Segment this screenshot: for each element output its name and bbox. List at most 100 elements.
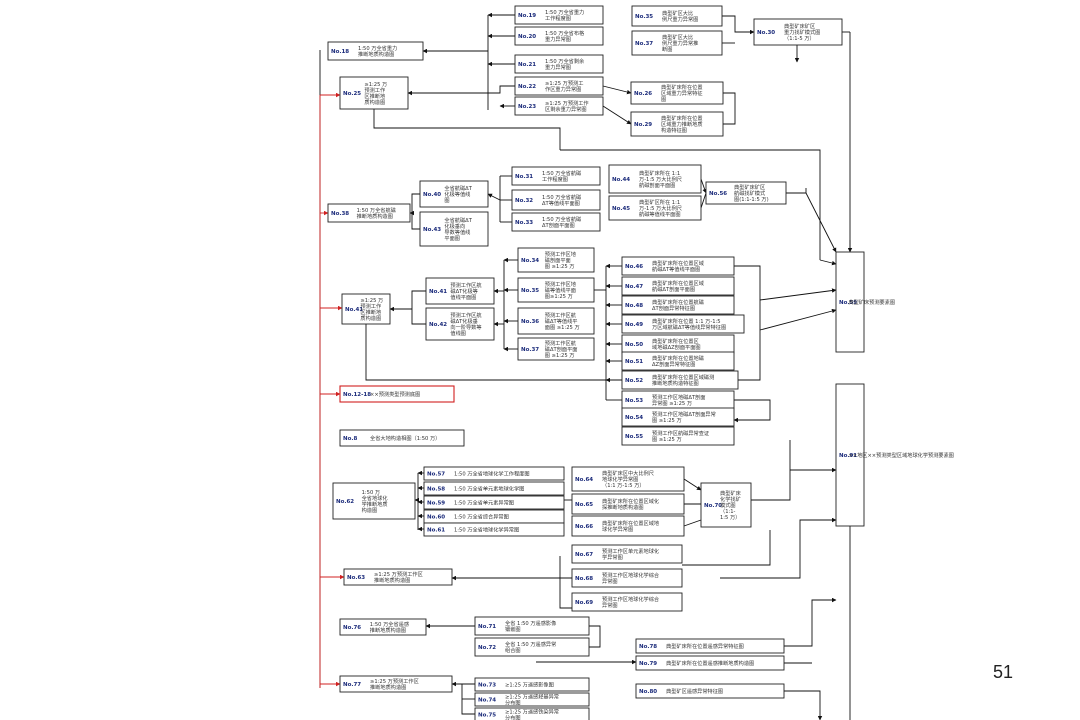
node-label: 典型矿区遥感异常特征图 bbox=[666, 687, 723, 695]
connector bbox=[407, 85, 515, 96]
node-box bbox=[474, 677, 590, 692]
node-number: No.69 bbox=[575, 600, 593, 606]
node-box bbox=[425, 307, 495, 341]
node-number: No.34 bbox=[521, 258, 539, 264]
node-label: 值线平面图 bbox=[450, 293, 476, 301]
node-box bbox=[339, 618, 427, 636]
node-label: 推断地质构造图 bbox=[374, 576, 410, 584]
node-label: 预测工作区航 bbox=[450, 281, 482, 289]
node-number: No.31 bbox=[515, 174, 533, 180]
node-number: No.60 bbox=[427, 515, 445, 521]
node-label: 工作程度图 bbox=[542, 175, 568, 183]
node-box bbox=[514, 96, 604, 116]
node-box bbox=[635, 683, 785, 699]
node-label: ≥1:25 万 bbox=[360, 297, 383, 304]
node-box bbox=[517, 337, 595, 361]
node-label: 预测工作区地 bbox=[545, 250, 576, 258]
node-label: 区推断地 bbox=[364, 92, 385, 100]
node-label: 航磁等值线平面图 bbox=[639, 210, 681, 218]
node-number: No.62 bbox=[336, 499, 354, 505]
node-box bbox=[621, 314, 745, 334]
node-box bbox=[571, 568, 683, 588]
node-label: 区域重力推断地质 bbox=[661, 120, 703, 128]
node-label: 作区重力异常图 bbox=[545, 85, 581, 93]
node-box bbox=[514, 5, 604, 25]
connector-lines bbox=[319, 12, 853, 720]
node-label: 构造图 bbox=[362, 506, 378, 514]
node-box bbox=[332, 482, 416, 520]
node-label: 典型矿床所在位置 bbox=[661, 114, 703, 122]
node-label: 1:50 万全省布格 bbox=[545, 29, 585, 37]
connector bbox=[682, 530, 771, 566]
connector bbox=[411, 193, 420, 230]
node-label: 预测工作区航磁异常查证 bbox=[652, 429, 709, 437]
connector bbox=[589, 625, 601, 648]
node-label: 探推断地质构造图 bbox=[602, 503, 644, 511]
node-label: ≥1:25 万遥感羟基异常 bbox=[505, 693, 559, 701]
node-label: 航磁ΔT等值线平面图 bbox=[652, 265, 700, 273]
node-label: 典型矿床矿区 bbox=[734, 183, 765, 191]
node-label: 重力异常图 bbox=[545, 63, 571, 71]
node-label: 全省航磁ΔT bbox=[444, 184, 472, 192]
node-label: 构造特征图 bbox=[661, 126, 687, 134]
node-label: 万区域航磁ΔT等值线异常特征图 bbox=[652, 323, 726, 331]
node-no-12-18: No.12-18××预测类型预测底图 bbox=[339, 385, 455, 403]
node-number: No.29 bbox=[634, 122, 652, 128]
node-label: 地球化学异常图 bbox=[602, 475, 638, 483]
node-label: ≥1:25 万预测工作区 bbox=[370, 677, 419, 685]
node-label: ΔZ剖面异常特征图 bbox=[652, 360, 695, 368]
node-label: ≥1:25 万预测工作 bbox=[545, 99, 589, 107]
node-label: ΔT剖面异常特征图 bbox=[652, 304, 695, 312]
node-label: 典型矿区所在 1:1 bbox=[639, 198, 680, 206]
node-label: 典型矿床所在位置 bbox=[661, 83, 703, 91]
node-label: （1:1- bbox=[720, 508, 736, 515]
node-label: 推断地质构造特征图 bbox=[652, 379, 699, 387]
node-box bbox=[630, 81, 724, 105]
connector bbox=[720, 517, 837, 579]
node-no-73: No.73≥1:25 万遥感影像图 bbox=[474, 677, 590, 692]
node-label: ΔT等值线平面图 bbox=[542, 199, 580, 207]
node-label: 磁剖面平面 bbox=[545, 256, 571, 264]
node-label: （1:1-5 万） bbox=[784, 35, 815, 42]
node-label: 区域重力异常特征 bbox=[661, 89, 703, 97]
connector bbox=[733, 399, 771, 423]
node-label: 例尺重力异常图 bbox=[662, 15, 698, 23]
node-label: 1:50 万全省重力 bbox=[358, 44, 397, 52]
node-label: 1:50 万 bbox=[362, 489, 381, 496]
node-label: ××地区××预测类型区域地球化学预测要素图 bbox=[848, 451, 954, 459]
node-label: 导数等值线 bbox=[444, 228, 470, 236]
connector bbox=[784, 690, 823, 720]
node-number: No.61 bbox=[427, 528, 445, 534]
node-number: No.41 bbox=[345, 307, 363, 313]
node-number: No.32 bbox=[515, 198, 533, 204]
node-number: No.38 bbox=[331, 211, 349, 217]
node-label: 例尺重力异常推 bbox=[662, 39, 698, 47]
node-label: 航磁ΔT剖面平面图 bbox=[652, 285, 695, 293]
connector bbox=[751, 440, 791, 501]
node-number: No.76 bbox=[343, 625, 361, 631]
page-number: 51 bbox=[993, 662, 1014, 682]
node-number: No.57 bbox=[427, 472, 445, 478]
node-label: 异常图 bbox=[602, 601, 618, 609]
node-label: 向一阶导数等 bbox=[450, 323, 481, 331]
node-label: 航磁剖面平面图 bbox=[639, 181, 675, 189]
